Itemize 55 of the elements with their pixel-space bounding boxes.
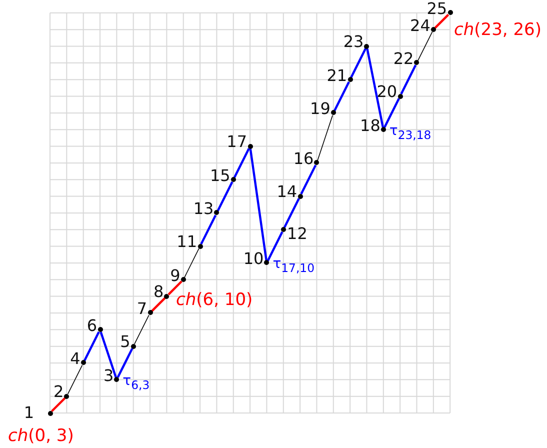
point-number: 14	[276, 184, 298, 200]
point-number: 22	[393, 50, 414, 67]
point-number: 9	[170, 268, 180, 284]
path-segment	[300, 164, 317, 195]
point-number: 10	[243, 250, 264, 267]
point-number: 7	[136, 300, 148, 317]
point-number: 13	[193, 200, 214, 217]
tau-label: τ$_{17,10}$	[272, 256, 315, 274]
path-segment	[184, 248, 200, 278]
point-number: 18	[360, 118, 380, 134]
chain-label: ch(23, 26)	[454, 22, 542, 39]
point-number: 8	[154, 284, 164, 300]
point-number: 19	[310, 100, 330, 117]
point-number: 2	[53, 384, 64, 400]
point-number: 16	[293, 150, 314, 167]
path-segment	[216, 181, 234, 212]
path-segment	[67, 364, 83, 394]
chain-label: ch(0, 3)	[8, 428, 74, 445]
path-segment	[384, 98, 400, 128]
path-segment	[200, 214, 217, 245]
path-segment	[83, 331, 100, 362]
path-segment	[350, 48, 367, 78]
path-segment	[334, 81, 350, 112]
path-segment	[249, 148, 268, 261]
tau-label: τ$_{6,3}$	[122, 374, 150, 392]
path-segment	[116, 348, 134, 378]
path-segment	[400, 64, 417, 95]
path-segment	[366, 48, 384, 128]
point-number: 5	[120, 334, 130, 350]
path-segment	[266, 231, 284, 262]
point-number: 20	[376, 84, 398, 100]
point-number: 15	[210, 168, 230, 184]
point-number: 6	[86, 318, 97, 334]
path-segment	[434, 14, 450, 29]
point-number: 21	[326, 68, 348, 84]
point-number: 11	[176, 234, 198, 250]
point-number: 23	[343, 34, 364, 50]
point-number: 17	[226, 134, 248, 150]
path-segment	[134, 314, 150, 344]
path-segment	[168, 280, 182, 296]
path-segment	[417, 31, 433, 62]
point-number: 4	[70, 350, 80, 367]
point-number: 24	[410, 18, 430, 34]
path-segment	[151, 297, 166, 312]
path-segment	[234, 148, 250, 178]
chain-label: ch(6, 10)	[176, 292, 253, 309]
path-segment	[317, 114, 333, 161]
point-number: 1	[24, 405, 34, 421]
point-number: 12	[287, 226, 308, 242]
path-segment	[51, 397, 66, 412]
point-number: 25	[426, 0, 448, 17]
path-segment	[100, 332, 117, 378]
tau-label: τ$_{23,18}$	[389, 124, 432, 142]
path-segment	[284, 198, 300, 228]
point-number: 3	[103, 368, 114, 384]
